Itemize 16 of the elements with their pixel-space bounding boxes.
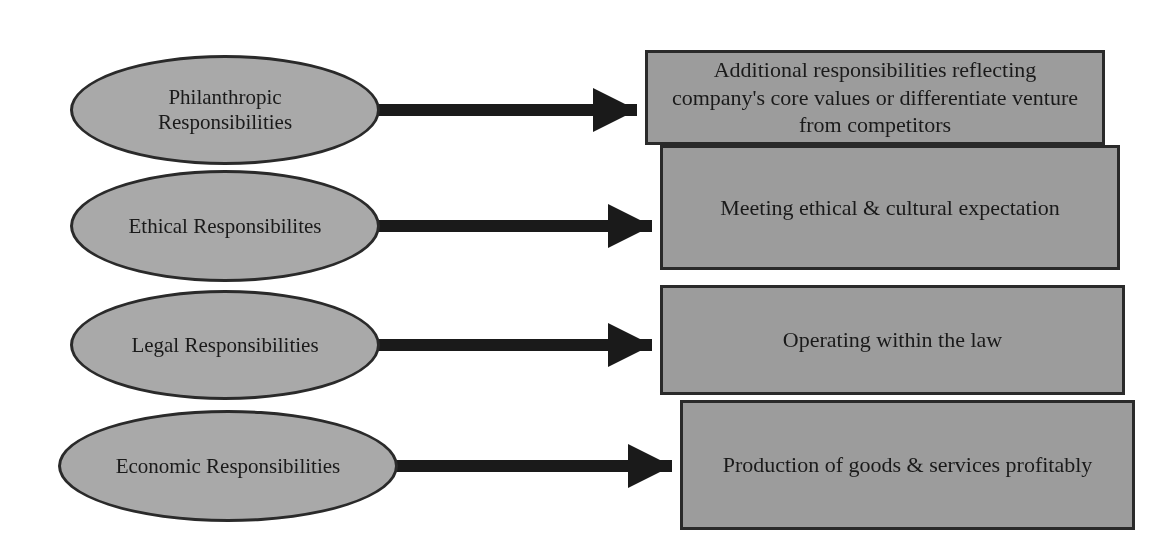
node-text: Legal Responsibilities (131, 332, 319, 358)
description-box (660, 285, 1125, 395)
description-box (680, 400, 1135, 530)
description-box (660, 145, 1120, 270)
node-text: Philanthropic Responsibilities (156, 85, 294, 135)
node-text: Additional responsibilities reflecting company's core values or differentiate venture from competitors (670, 56, 1080, 139)
description-box (645, 50, 1105, 145)
node-text: Operating within the law (782, 326, 1003, 354)
arrow (378, 323, 652, 367)
node-text: Economic Responsibilities (115, 453, 341, 479)
arrow (378, 88, 637, 132)
node-text: Production of goods & services profitably (722, 451, 1093, 479)
node-text: Meeting ethical & cultural expectation (720, 193, 1060, 222)
arrow (378, 204, 652, 248)
arrow (396, 444, 672, 488)
node-text: Ethical Responsibilites (128, 213, 322, 239)
